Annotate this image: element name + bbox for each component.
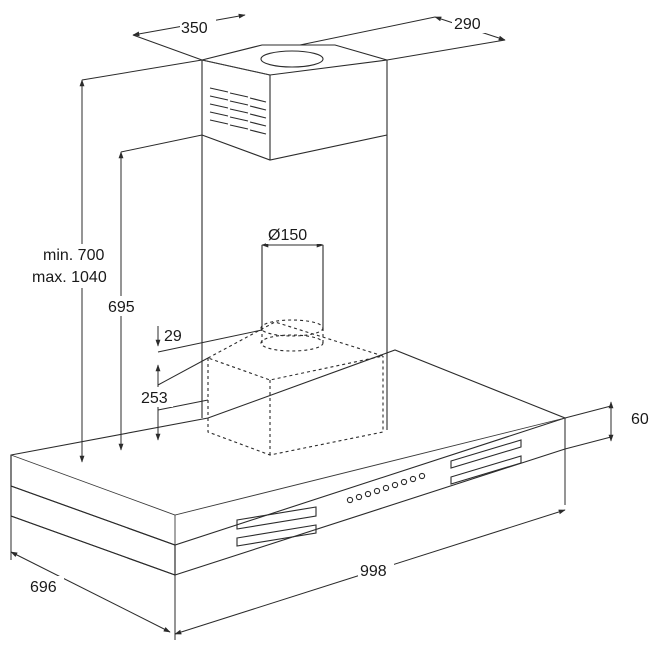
label-offset-29: 29 <box>164 328 182 345</box>
label-duct-diameter: Ø150 <box>268 227 307 244</box>
chimney-vent-grille <box>209 87 267 135</box>
control-panel <box>236 439 522 547</box>
label-height-253: 253 <box>141 390 168 407</box>
hood-canopy <box>10 349 567 576</box>
label-height-max: max. 1040 <box>32 269 107 286</box>
label-chimney-depth: 290 <box>454 16 481 33</box>
motor-housing-hidden <box>206 319 386 456</box>
dimension-lines <box>10 13 614 640</box>
control-buttons <box>346 472 426 504</box>
duct-pipe <box>261 245 324 330</box>
label-height-695: 695 <box>108 299 135 316</box>
label-height-min: min. 700 <box>43 247 104 264</box>
label-hood-thickness: 60 <box>631 411 649 428</box>
dimension-labels: 350 290 min. 700 max. 1040 695 Ø150 29 2… <box>28 13 649 596</box>
label-hood-depth: 696 <box>30 579 57 596</box>
label-hood-width: 998 <box>360 563 387 580</box>
chimney <box>201 44 388 430</box>
label-chimney-width: 350 <box>181 20 208 37</box>
